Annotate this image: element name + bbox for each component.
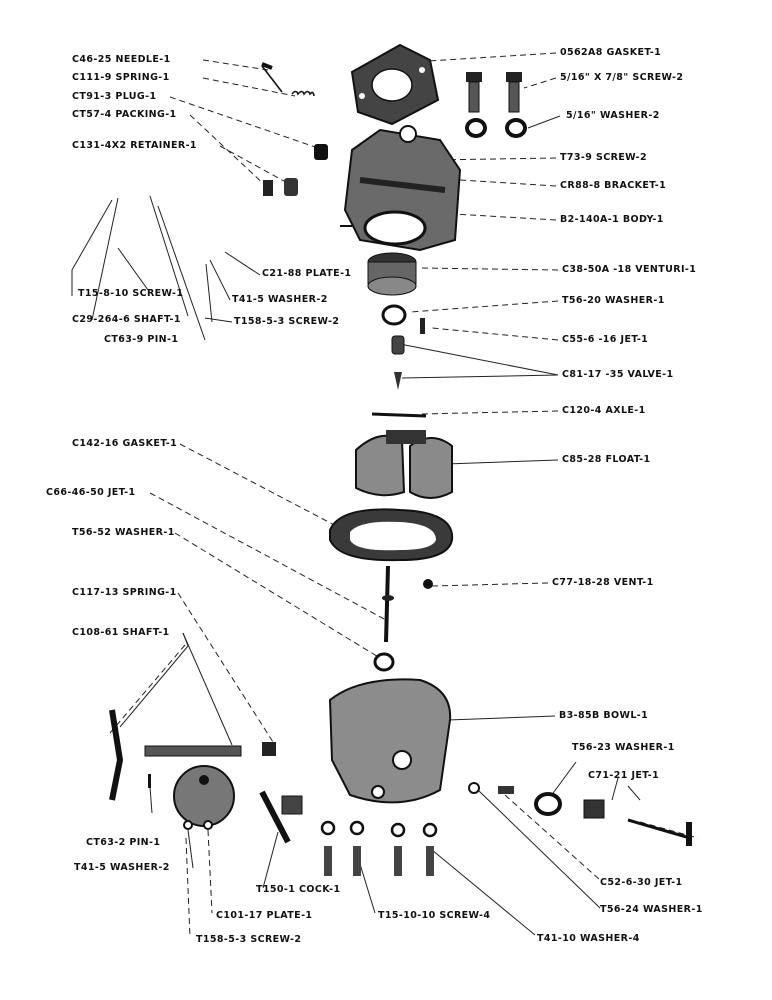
- label-screw-t15-8: T15-8-10 SCREW-1: [78, 288, 184, 299]
- label-washer-t41-5-top: T41-5 WASHER-2: [232, 294, 328, 305]
- label-screw-t158-bottom: T158-5-3 SCREW-2: [196, 934, 302, 945]
- throttle-plate-part: [173, 765, 235, 830]
- label-spring-c117: C117-13 SPRING-1: [72, 587, 177, 598]
- label-washer-t56-20: T56-20 WASHER-1: [562, 295, 665, 306]
- label-body: B2-140A-1 BODY-1: [560, 214, 664, 225]
- label-jet-c55: C55-6 -16 JET-1: [562, 334, 649, 345]
- label-valve: C81-17 -35 VALVE-1: [562, 369, 674, 380]
- plug-part: [314, 144, 328, 160]
- label-retainer: C131-4X2 RETAINER-1: [72, 140, 197, 151]
- spring-part: [291, 90, 315, 97]
- label-vent: C77-18-28 VENT-1: [552, 577, 654, 588]
- label-axle: C120-4 AXLE-1: [562, 405, 646, 416]
- label-shaft-c108: C108-61 SHAFT-1: [72, 627, 170, 638]
- float-part: [355, 430, 453, 499]
- label-pin-c63-2: CT63-2 PIN-1: [86, 837, 161, 848]
- carburetor-body-part: [340, 125, 462, 252]
- label-venturi: C38-50A -18 VENTURI-1: [562, 264, 697, 275]
- washer-part: [373, 652, 395, 672]
- label-pin-ct63-9: CT63-9 PIN-1: [104, 334, 179, 345]
- axle-part: [371, 412, 427, 418]
- long-jet-part: [382, 565, 394, 643]
- label-washer-t56-24: T56-24 WASHER-1: [600, 904, 703, 915]
- label-gasket-c142: C142-16 GASKET-1: [72, 438, 178, 449]
- label-jet-c66: C66-46-50 JET-1: [46, 487, 136, 498]
- label-packing: CT57-4 PACKING-1: [72, 109, 177, 120]
- float-bowl-part: [328, 678, 452, 804]
- label-cock: T150-1 COCK-1: [256, 884, 341, 895]
- label-needle: C46-25 NEEDLE-1: [72, 54, 171, 65]
- washer-part: [468, 782, 480, 794]
- retainer-part: [263, 180, 273, 196]
- label-bowl: B3-85B BOWL-1: [559, 710, 649, 721]
- label-plate-c21: C21-88 PLATE-1: [262, 268, 352, 279]
- label-screw-t158-top: T158-5-3 SCREW-2: [234, 316, 340, 327]
- label-shaft-c29: C29-264-6 SHAFT-1: [72, 314, 181, 325]
- label-jet-c71: C71-21 JET-1: [588, 770, 660, 781]
- drain-cock-part: [259, 790, 303, 844]
- label-washer-t56-52: T56-52 WASHER-1: [72, 527, 175, 538]
- washer-part: [534, 792, 562, 816]
- small-jet-part: [498, 786, 514, 794]
- bowl-gasket-part: [329, 508, 454, 562]
- top-screws-part: [465, 72, 527, 138]
- label-screw-t73: T73-9 SCREW-2: [560, 152, 647, 163]
- throttle-shaft-part: [109, 709, 276, 801]
- label-washer-t41-5-bottom: T41-5 WASHER-2: [74, 862, 170, 873]
- label-plate-c101: C101-17 PLATE-1: [216, 910, 313, 921]
- leader-lines: [71, 52, 699, 939]
- packing-part: [284, 178, 298, 196]
- needle-part: [261, 62, 283, 93]
- top-gasket-part: [350, 43, 440, 126]
- washer-part: [381, 304, 407, 326]
- label-spring-c111: C111-9 SPRING-1: [72, 72, 170, 83]
- label-top-screw: 5/16" X 7/8" SCREW-2: [560, 72, 684, 83]
- label-jet-c52: C52-6-30 JET-1: [600, 877, 683, 888]
- label-washer-t41-10: T41-10 WASHER-4: [537, 933, 640, 944]
- label-plug: CT91-3 PLUG-1: [72, 91, 157, 102]
- jet-part: [420, 318, 425, 334]
- label-float: C85-28 FLOAT-1: [562, 454, 651, 465]
- label-top-washer: 5/16" WASHER-2: [566, 110, 660, 121]
- venturi-part: [367, 252, 417, 296]
- vent-part: [423, 579, 433, 589]
- valve-part: [391, 335, 405, 355]
- label-washer-t56-23: T56-23 WASHER-1: [572, 742, 675, 753]
- label-screw-t15-10-10: T15-10-10 SCREW-4: [378, 910, 491, 921]
- label-bracket: CR88-8 BRACKET-1: [560, 180, 667, 191]
- label-top-gasket: 0562A8 GASKET-1: [560, 47, 662, 58]
- bowl-screws-part: [320, 820, 438, 876]
- main-jet-part: [583, 799, 692, 846]
- valve-needle-part: [394, 372, 402, 390]
